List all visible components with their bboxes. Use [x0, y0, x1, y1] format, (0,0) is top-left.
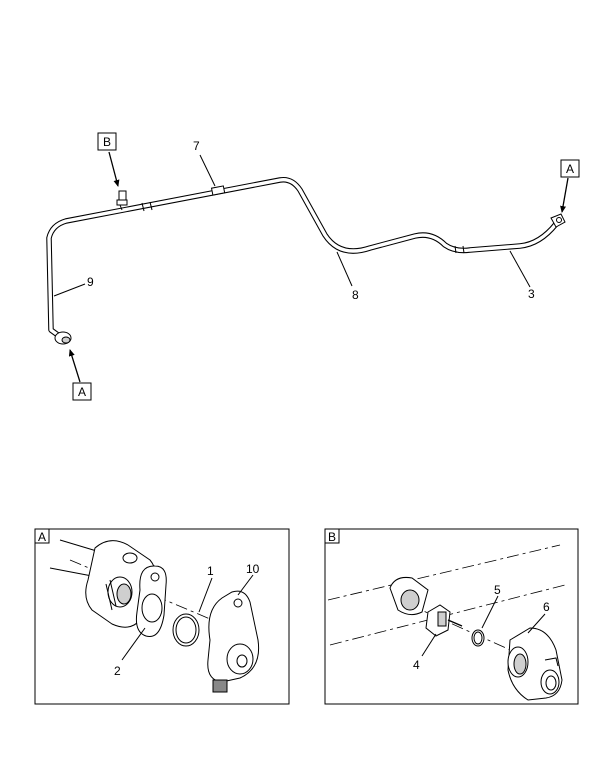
ref-label-a-right: A: [566, 162, 574, 176]
callout-1: 1: [207, 564, 214, 578]
ref-label-b: B: [103, 135, 111, 149]
tube-clip: [210, 185, 226, 196]
callout-6: 6: [543, 600, 550, 614]
ref-box-b: B: [97, 132, 117, 151]
ref-box-a-right: A: [560, 159, 580, 178]
tube-joint: [141, 202, 145, 212]
callout-4: 4: [413, 658, 420, 672]
ref-label-a-left: A: [78, 385, 86, 399]
callout-8: 8: [352, 288, 359, 302]
electrical-connector: [507, 627, 563, 701]
tube-joint: [149, 201, 153, 211]
callout-10: 10: [246, 562, 260, 576]
ref-box-a-left: A: [72, 382, 92, 401]
detail-a-panel: A: [34, 528, 290, 705]
tube-assembly: [46, 176, 566, 345]
callout-9: 9: [87, 275, 94, 289]
pipe-boss: [389, 577, 429, 616]
o-ring: [172, 613, 200, 647]
callout-3: 3: [528, 287, 535, 301]
tube-joint: [462, 245, 465, 254]
callout-5: 5: [494, 583, 501, 597]
detail-b-panel: B 5: [324, 528, 579, 705]
leader-lines: [53, 151, 569, 383]
detail-a-tag: A: [38, 530, 46, 544]
callout-7: 7: [193, 139, 200, 153]
detail-b-tag: B: [328, 530, 336, 544]
pressure-sensor: [425, 604, 463, 637]
callout-2: 2: [114, 664, 121, 678]
gasket: [135, 565, 167, 638]
tube-flange-fitting-left: [54, 331, 72, 345]
sensor-fitting: [116, 190, 128, 211]
sender-cover: [207, 590, 260, 693]
tube-end-fitting-right: [550, 213, 566, 228]
tube-joint: [454, 245, 457, 254]
sensor-o-ring: [471, 629, 485, 647]
